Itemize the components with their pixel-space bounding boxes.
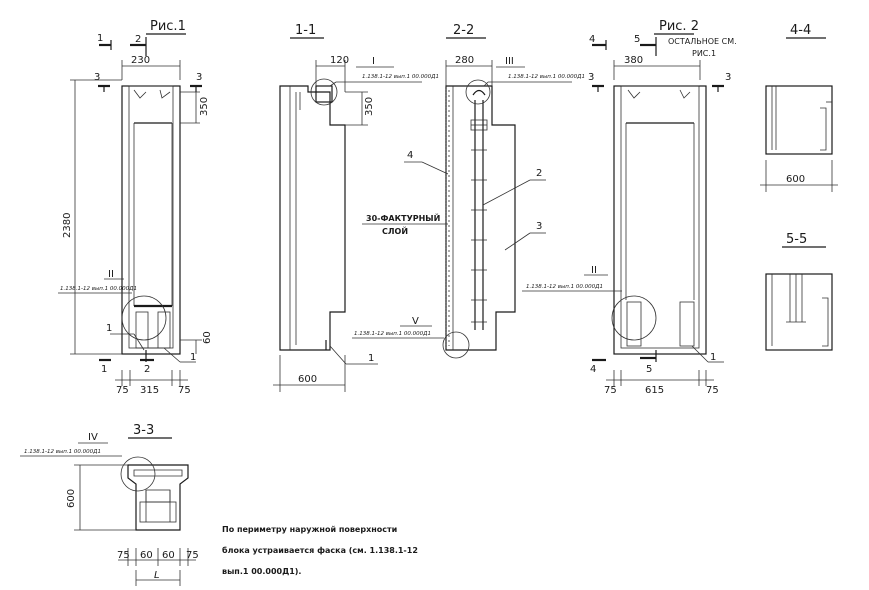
- section-2-2: 2-2 280 III 1.138.1-12 вып.1 00.000Д1 4: [352, 23, 585, 359]
- sec-mark-3-left-fig2: 3: [588, 72, 594, 83]
- texture-label-1: 30-ФАКТУРНЫЙ: [366, 212, 440, 223]
- sec-mark-1-top: 1: [97, 33, 103, 44]
- note-line-2: блока устраивается фаска (см. 1.138.1-12: [222, 545, 418, 555]
- sec-mark-5-bottom: 5: [646, 364, 652, 375]
- section-3-3: 3-3 IV 1.138.1-12 вып.1 00.000Д1 600 75 …: [20, 423, 199, 586]
- dim-120: 120: [330, 55, 349, 66]
- callout-3: 3: [536, 221, 542, 232]
- sec-mark-4-top: 4: [589, 34, 595, 45]
- roman-I: I: [372, 56, 375, 67]
- dim-60b: 60: [140, 550, 153, 561]
- texture-label-2: СЛОЙ: [382, 225, 408, 236]
- sec-mark-3-left: 3: [94, 72, 100, 83]
- dim-615: 615: [645, 385, 664, 396]
- dim-60c: 60: [162, 550, 175, 561]
- dim-350b: 350: [364, 97, 375, 116]
- roman-II-fig2: II: [591, 265, 597, 276]
- fig2-elevation: Рис. 2 ОСТАЛЬНОЕ СМ. РИС.1 4 5 380 3 3: [522, 19, 737, 396]
- sec-mark-2-top: 2: [135, 34, 141, 45]
- section-4-4: 4-4 600: [760, 23, 838, 192]
- dim-600a: 600: [298, 374, 317, 385]
- sec-mark-3-right: 3: [196, 72, 202, 83]
- dim-230: 230: [131, 55, 150, 66]
- dim-75d: 75: [706, 385, 719, 396]
- ref-IV: 1.138.1-12 вып.1 00.000Д1: [24, 449, 101, 455]
- sec44-title: 4-4: [790, 23, 811, 38]
- callout-2: 2: [536, 168, 542, 179]
- dim-L: L: [154, 570, 160, 581]
- dim-350a: 350: [199, 97, 210, 116]
- sec55-title: 5-5: [786, 232, 807, 247]
- sec-mark-3-right-fig2: 3: [725, 72, 731, 83]
- callout-4: 4: [407, 150, 413, 161]
- fig1-elevation: Рис.1 1 2 230 3 3 350: [58, 19, 213, 396]
- fig1-title: Рис.1: [150, 19, 186, 34]
- roman-IV: IV: [88, 432, 98, 443]
- dim-75b: 75: [178, 385, 191, 396]
- note-line-3: вып.1 00.000Д1).: [222, 567, 301, 576]
- note-block: По периметру наружной поверхности блока …: [222, 525, 418, 576]
- callout-1b-fig1: 1: [190, 352, 196, 363]
- dim-2380: 2380: [62, 213, 73, 238]
- dim-75c: 75: [604, 385, 617, 396]
- ref-II-fig2: 1.138.1-12 вып.1 00.000Д1: [526, 284, 603, 290]
- sec22-title: 2-2: [453, 23, 474, 38]
- ref-V: 1.138.1-12 вып.1 00.000Д1: [354, 331, 431, 337]
- fig2-title: Рис. 2: [659, 19, 699, 34]
- section-5-5: 5-5: [765, 232, 833, 351]
- sec-mark-1-bottom: 1: [101, 364, 107, 375]
- ref-III: 1.138.1-12 вып.1 00.000Д1: [508, 74, 585, 80]
- dim-280: 280: [455, 55, 474, 66]
- sec-mark-4-bottom: 4: [590, 364, 596, 375]
- dim-75e: 75: [117, 550, 130, 561]
- fig2-note-1: ОСТАЛЬНОЕ СМ.: [668, 37, 737, 46]
- roman-V: V: [412, 316, 419, 327]
- dim-600c: 600: [66, 489, 77, 508]
- fig2-note-2: РИС.1: [692, 49, 716, 58]
- ref-I: 1.138.1-12 вып.1 00.000Д1: [362, 74, 439, 80]
- note-line-1: По периметру наружной поверхности: [222, 525, 397, 534]
- dim-75f: 75: [186, 550, 199, 561]
- ref-II-fig1: 1.138.1-12 вып.1 00.000Д1: [60, 286, 137, 292]
- sec-mark-2-bottom: 2: [144, 364, 150, 375]
- callout-1-fig1: 1: [106, 323, 112, 334]
- callout-1-sec11: 1: [368, 353, 374, 364]
- sec33-title: 3-3: [133, 423, 154, 438]
- roman-III: III: [505, 56, 514, 67]
- callout-1-fig2: 1: [710, 352, 716, 363]
- dim-60a: 60: [202, 331, 213, 344]
- dim-600b: 600: [786, 174, 805, 185]
- sec11-title: 1-1: [295, 23, 316, 38]
- roman-II-fig1: II: [108, 269, 114, 280]
- dim-315: 315: [140, 385, 159, 396]
- dim-380: 380: [624, 55, 643, 66]
- sec-mark-5-top: 5: [634, 34, 640, 45]
- section-1-1: 1-1 120 350 I 1.138.1-12 вып.1 00.000Д1 …: [273, 23, 439, 392]
- dim-75a: 75: [116, 385, 129, 396]
